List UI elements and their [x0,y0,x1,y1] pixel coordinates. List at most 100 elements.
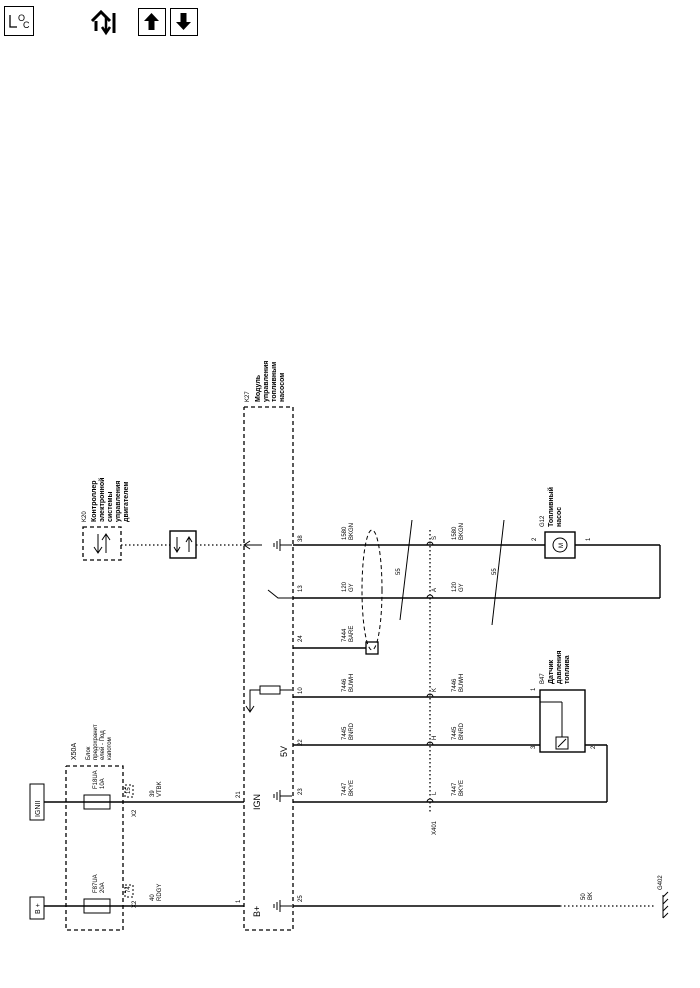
svg-text:Контроллер электронной: Контроллер электронной системы управлени… [91,476,130,522]
svg-text:74: 74 [126,886,132,893]
svg-text:Блок предохранит е: Блок предохранит елей - Под капотом [86,723,113,760]
svg-text:39: 39 [150,790,156,797]
svg-text:RDGY: RDGY [157,884,163,901]
fuse-block-x50a: X50A Блок предохранит елей - Под капотом [65,723,124,931]
svg-text:55: 55 [492,568,498,575]
svg-text:55: 55 [396,568,402,575]
svg-text:15: 15 [126,787,132,794]
svg-text:IGN: IGN [252,794,262,810]
svg-text:Модуль управления: Модуль управления топливным насосом [255,359,286,402]
connector-x401: L H K A S X401 [426,530,438,835]
k20-engine-control-module: K20 Контроллер электронной системы управ… [82,476,130,561]
svg-text:C: C [23,20,30,30]
svg-text:7445: 7445 [342,726,348,740]
svg-text:F18UA: F18UA [93,770,99,789]
twisted-pair-shield: 55 55 [361,519,505,651]
svg-text:7446: 7446 [342,678,348,692]
svg-text:S: S [432,536,438,540]
svg-text:X401: X401 [432,820,438,835]
previous-page-button[interactable] [138,8,166,36]
svg-text:22: 22 [298,739,304,746]
svg-text:G12: G12 [540,515,546,527]
svg-text:BKGN: BKGN [459,523,465,540]
svg-text:3: 3 [531,745,537,749]
ignii-source: IGNII [29,783,45,821]
svg-text:BARE: BARE [349,626,355,642]
svg-text:38: 38 [298,535,304,542]
svg-text:20A: 20A [100,882,106,893]
svg-text:VTBK: VTBK [157,781,163,797]
svg-text:24: 24 [298,635,304,642]
svg-text:120: 120 [342,581,348,592]
svg-text:BNRD: BNRD [459,722,465,740]
svg-text:Топливный насос: Топливный насос [547,485,563,527]
svg-text:120: 120 [452,581,458,592]
svg-text:X2: X2 [132,900,138,908]
b47-fuel-pressure-sensor: 1 3 2 B47 Датчик давления топлива [531,649,597,753]
svg-text:B+: B+ [252,906,262,917]
svg-text:7444: 7444 [342,628,348,642]
svg-text:K: K [432,688,438,692]
svg-text:B +: B + [35,903,42,914]
svg-text:13: 13 [298,585,304,592]
fuse-f18ua: F18UA 10A [83,770,111,810]
svg-text:BUWH: BUWH [459,674,465,692]
svg-text:G402: G402 [658,875,664,890]
g12-fuel-pump: M 2 1 G12 Топливный насос [532,485,592,559]
serial-data-link [121,530,244,559]
svg-text:K27: K27 [245,391,251,402]
svg-text:7446: 7446 [452,678,458,692]
connector-view-button[interactable] [88,7,120,37]
svg-text:21: 21 [236,791,242,798]
svg-text:BUWH: BUWH [349,674,355,692]
connector-view-icon [90,9,116,36]
svg-text:L: L [432,791,438,795]
svg-text:40: 40 [150,894,156,901]
wires: 40 RDGY 39 VTBK 50 BK 7447 BKYE 7447 BKY… [44,523,661,907]
svg-text:10: 10 [298,687,304,694]
svg-text:2: 2 [591,745,597,749]
svg-text:Датчик давления то: Датчик давления топлива [548,649,571,684]
k27-fuel-pump-control-module: K27 Модуль управления топливным насосом … [236,359,304,931]
svg-text:H: H [432,736,438,740]
fuse-f87ua: F87UA 20A [83,874,111,914]
component-locator-icon: O C [9,13,30,30]
next-page-button[interactable] [170,8,198,36]
b-plus-source: B + [29,896,45,920]
svg-text:2: 2 [532,537,538,541]
svg-text:BKYE: BKYE [349,780,355,796]
svg-text:5V: 5V [279,746,289,757]
arrow-up-icon [144,13,159,30]
svg-text:1: 1 [236,899,242,903]
svg-text:IGNII: IGNII [35,801,42,817]
svg-text:GY: GY [459,583,465,592]
svg-text:23: 23 [298,788,304,795]
svg-text:X50A: X50A [71,743,78,760]
fuse-block-pins: 74 X2 15 X2 [124,784,138,908]
svg-text:1580: 1580 [452,526,458,540]
svg-text:M: M [559,543,565,548]
svg-text:1: 1 [531,687,537,691]
svg-text:7447: 7447 [342,782,348,796]
svg-text:BNRD: BNRD [349,722,355,740]
svg-text:GY: GY [349,583,355,592]
svg-text:1580: 1580 [342,526,348,540]
arrow-down-icon [176,13,191,30]
ground-g402: G402 [658,875,669,919]
svg-text:K20: K20 [82,511,88,522]
svg-text:10A: 10A [100,778,106,789]
svg-text:A: A [432,588,438,592]
svg-text:BKYE: BKYE [459,780,465,796]
component-locator-button[interactable]: O C [4,6,34,36]
svg-text:1: 1 [586,537,592,541]
svg-text:7447: 7447 [452,782,458,796]
svg-text:F87UA: F87UA [93,874,99,893]
svg-text:B47: B47 [540,673,546,684]
svg-text:BKGN: BKGN [349,523,355,540]
svg-text:O: O [18,13,25,23]
svg-text:BK: BK [588,892,594,900]
svg-text:X2: X2 [132,809,138,817]
svg-text:7445: 7445 [452,726,458,740]
svg-text:25: 25 [298,895,304,902]
